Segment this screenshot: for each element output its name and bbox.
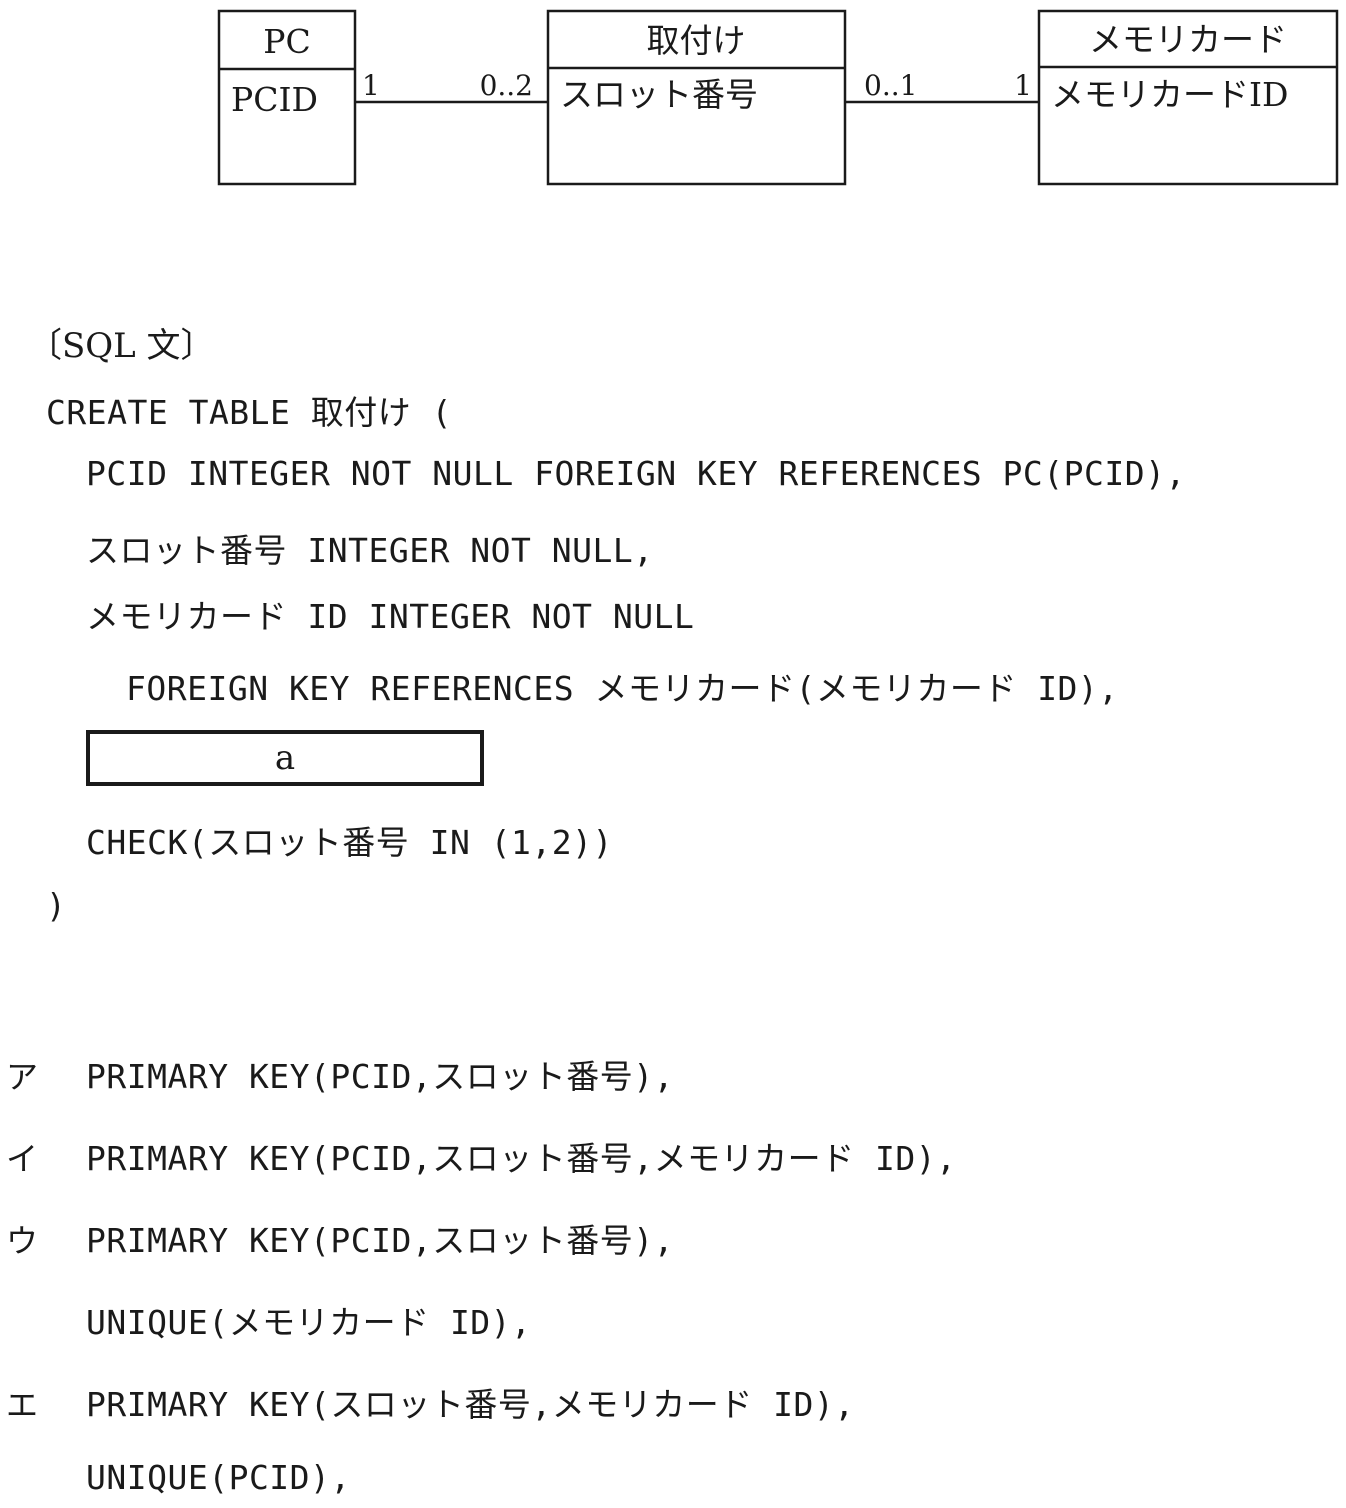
choice-a-mark: ア	[6, 1058, 39, 1096]
entity-pc: PC PCID	[217, 9, 357, 186]
multiplicity-memory-card-side: 1	[1014, 69, 1032, 102]
choice-a-line-1: PRIMARY KEY(PCID,スロット番号),	[86, 1057, 674, 1096]
multiplicity-mount-side-card: 0..1	[864, 69, 917, 102]
entity-pc-attribute: PCID	[231, 80, 318, 119]
entity-memory-card-box	[1037, 9, 1339, 186]
sql-line-check: CHECK(スロット番号 IN (1,2))	[86, 823, 613, 862]
entity-mount-box	[546, 9, 847, 186]
choice-e-line-2: UNIQUE(PCID),	[86, 1458, 351, 1497]
choice-u-line-2: UNIQUE(メモリカード ID),	[86, 1303, 532, 1342]
choice-e-mark: エ	[6, 1386, 39, 1424]
choice-e-line-1: PRIMARY KEY(スロット番号,メモリカード ID),	[86, 1385, 855, 1424]
choice-i-line-1: PRIMARY KEY(PCID,スロット番号,メモリカード ID),	[86, 1139, 957, 1178]
sql-line-memory-card-id: メモリカード ID INTEGER NOT NULL	[86, 597, 695, 636]
er-diagram: PC PCID 取付け スロット番号 メモリカード メモリカードID 1 0..…	[217, 9, 1339, 186]
entity-pc-box	[217, 9, 357, 186]
multiplicity-mount-side-pc: 0..2	[480, 69, 533, 102]
blank-a-box: a	[86, 730, 484, 786]
entity-mount: 取付け スロット番号	[546, 9, 847, 186]
sql-section-title: 〔SQL 文〕	[28, 326, 215, 366]
multiplicity-pc-side: 1	[362, 69, 380, 102]
entity-mount-name: 取付け	[647, 21, 746, 60]
entity-mount-attribute: スロット番号	[560, 75, 758, 114]
choice-i-mark: イ	[6, 1140, 39, 1178]
entity-memory-card-name: メモリカード	[1089, 20, 1287, 59]
choice-u-line-1: PRIMARY KEY(PCID,スロット番号),	[86, 1221, 674, 1260]
blank-a-label: a	[274, 738, 296, 778]
choice-u-mark: ウ	[6, 1222, 39, 1260]
sql-line-create-table: CREATE TABLE 取付け (	[46, 393, 453, 432]
entity-pc-name: PC	[263, 22, 310, 61]
sql-line-close-paren: )	[46, 886, 67, 925]
sql-line-slot-number: スロット番号 INTEGER NOT NULL,	[86, 531, 654, 570]
sql-line-pcid: PCID INTEGER NOT NULL FOREIGN KEY REFERE…	[86, 454, 1186, 493]
entity-memory-card: メモリカード メモリカードID	[1037, 9, 1339, 186]
sql-line-foreign-key: FOREIGN KEY REFERENCES メモリカード(メモリカード ID)…	[126, 669, 1119, 708]
entity-memory-card-attribute: メモリカードID	[1051, 75, 1289, 114]
